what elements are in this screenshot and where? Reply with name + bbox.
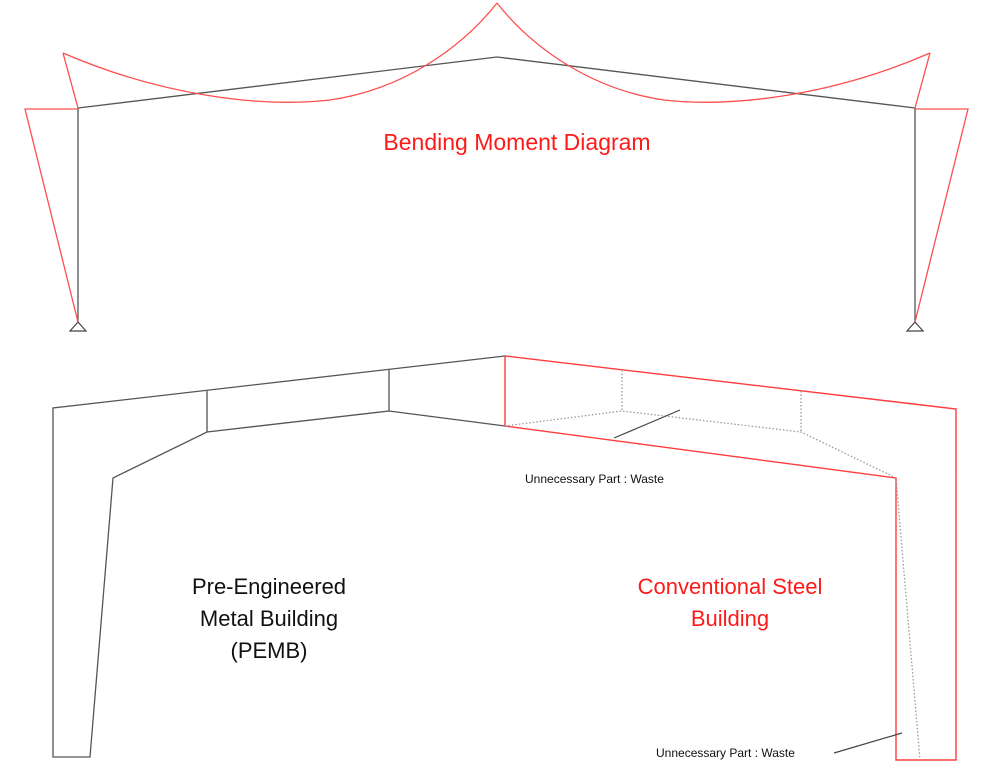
bmd-left-knee-spike [62,52,79,109]
bmd-title: Bending Moment Diagram [383,129,650,155]
left-pin-support-icon [68,321,88,332]
waste-leader-rafter [613,409,681,439]
pemb-outline [52,355,506,758]
bmd-right-rafter-curve [496,2,931,103]
waste-annotation-rafter: Unnecessary Part : Waste [525,472,664,486]
right-rafter [496,56,916,109]
pin-supports [68,321,925,332]
portal-frame [77,56,916,322]
bmd-left-rafter-curve [62,2,498,103]
pemb-label-line-3: (PEMB) [231,638,308,663]
waste-leader-column [833,732,903,754]
right-pin-support-icon [905,321,925,332]
pemb-profile-dotted [504,410,921,761]
waste-outline [504,370,921,761]
bmd-right-column [914,108,969,323]
pemb-frame [52,355,506,758]
waste-annotation-column: Unnecessary Part : Waste [656,746,795,760]
conventional-label: Conventional Steel Building [638,574,823,631]
conventional-frame [504,355,957,761]
conventional-label-line-2: Building [691,606,769,631]
conventional-label-line-1: Conventional Steel [638,574,823,599]
bmd-left-column [24,108,79,323]
pemb-label-line-1: Pre-Engineered [192,574,346,599]
conventional-outline [504,355,957,761]
pemb-label: Pre-Engineered Metal Building (PEMB) [192,574,346,663]
pemb-label-line-2: Metal Building [200,606,338,631]
left-rafter [77,56,498,109]
bending-moment-diagram [24,2,969,323]
bmd-right-knee-spike [914,52,931,109]
